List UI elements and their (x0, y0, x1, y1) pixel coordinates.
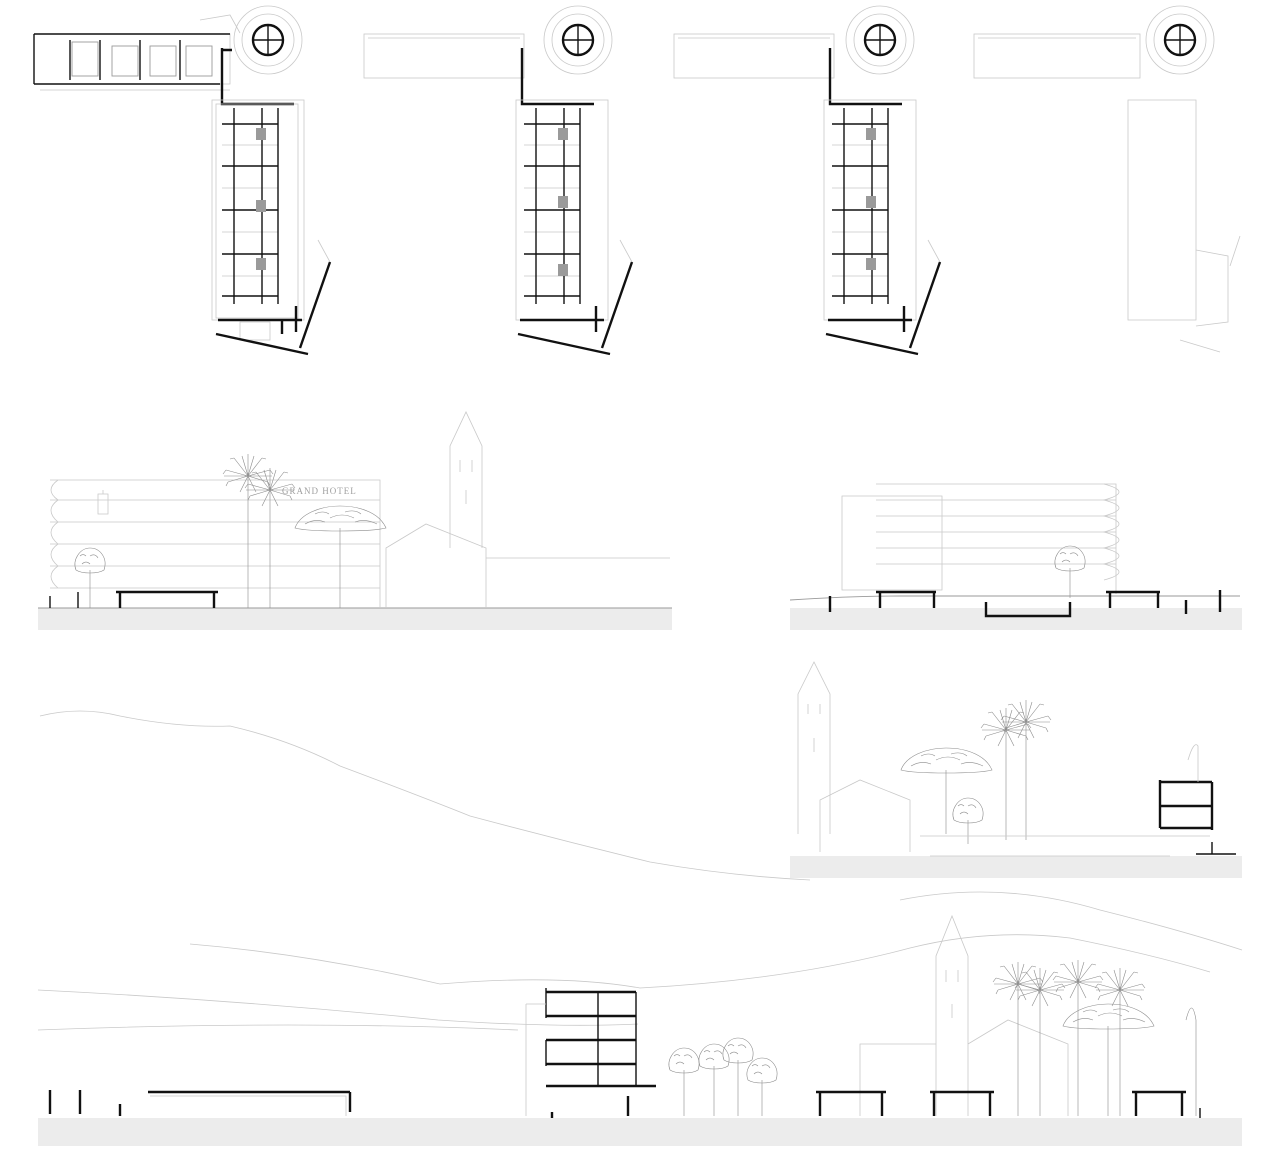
floor-plan-1 (33, 5, 332, 356)
section-short (39, 661, 1242, 881)
roof-plan (973, 5, 1241, 353)
elevation-courtyard (789, 483, 1242, 630)
floor-plan-2 (363, 5, 634, 356)
elevation-street: GRAND HOTEL (38, 411, 672, 630)
section-long (37, 891, 1243, 1146)
floor-plan-3 (673, 5, 942, 356)
hotel-sign: GRAND HOTEL (282, 486, 357, 496)
